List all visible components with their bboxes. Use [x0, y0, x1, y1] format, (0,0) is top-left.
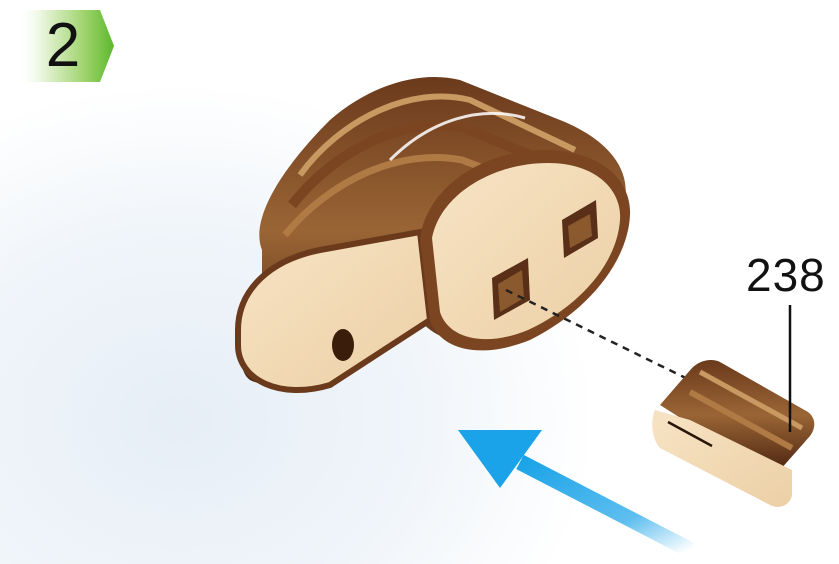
part-number-label: 238 — [746, 248, 826, 302]
wooden-arm-part — [238, 77, 630, 390]
dashed-guide-line — [506, 290, 700, 385]
assembly-arrow-icon — [458, 430, 690, 550]
step-number: 2 — [18, 8, 102, 84]
step-badge: 2 — [18, 8, 114, 84]
